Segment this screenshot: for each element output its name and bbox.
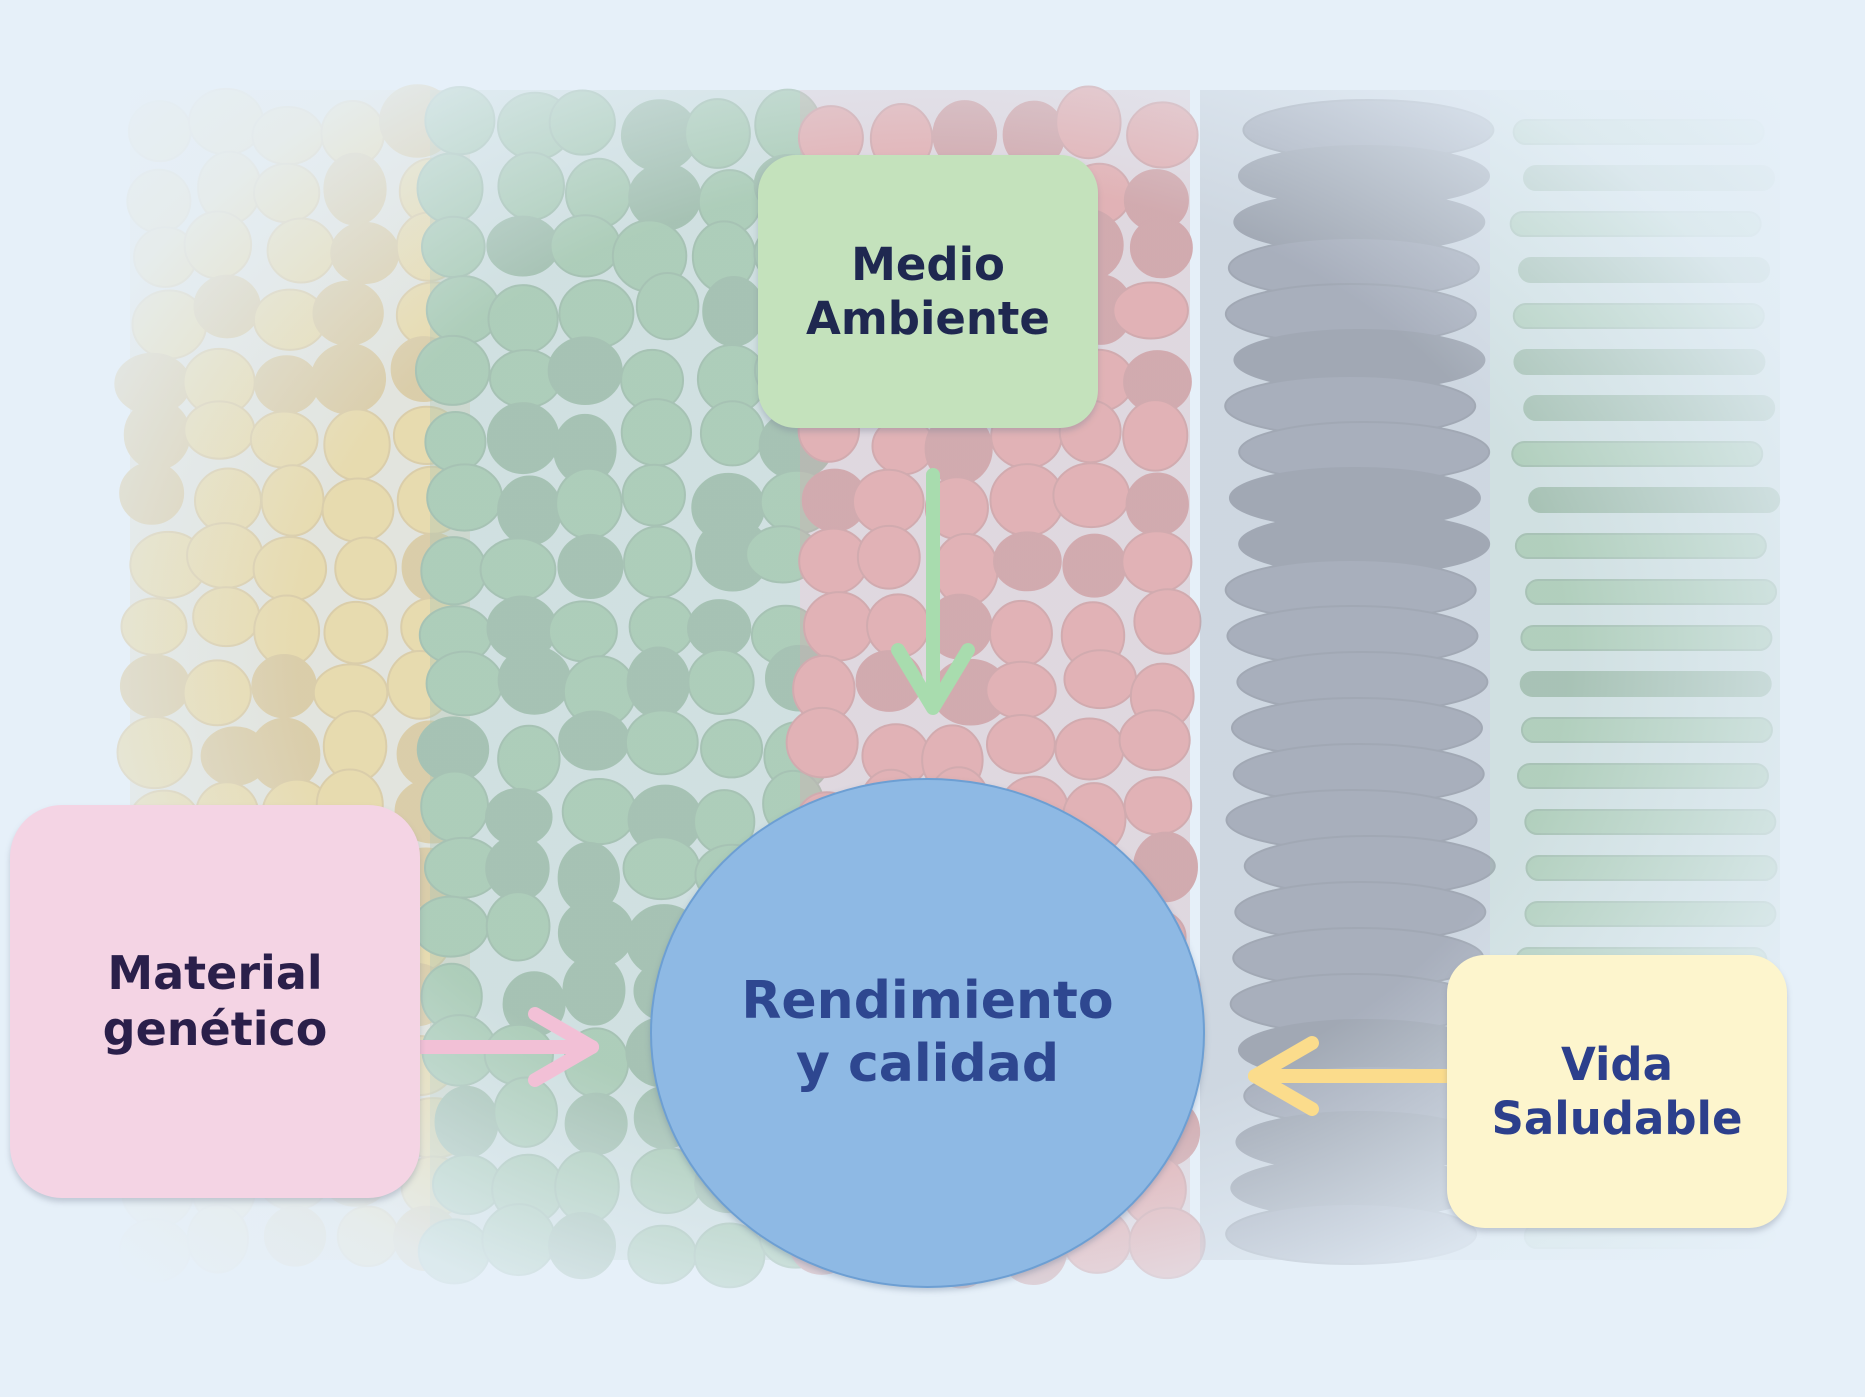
material-genetico-box: Material genético	[10, 805, 420, 1198]
vida-saludable-box: Vida Saludable	[1447, 955, 1787, 1228]
medio-ambiente-line-1: Medio	[851, 237, 1005, 291]
material-genetico-line-2: genético	[102, 1001, 328, 1056]
material-genetico-line-1: Material	[107, 946, 323, 1001]
medio-ambiente-line-2: Ambiente	[806, 291, 1050, 345]
vida-saludable-line-1: Vida	[1560, 1037, 1674, 1091]
medio-ambiente-box: Medio Ambiente	[758, 155, 1098, 428]
vida-saludable-line-2: Saludable	[1491, 1091, 1743, 1145]
rendimiento-calidad-circle: Rendimiento y calidad	[650, 778, 1205, 1288]
rendimiento-line-2: y calidad	[795, 1034, 1060, 1094]
rendimiento-line-1: Rendimiento	[741, 970, 1114, 1031]
